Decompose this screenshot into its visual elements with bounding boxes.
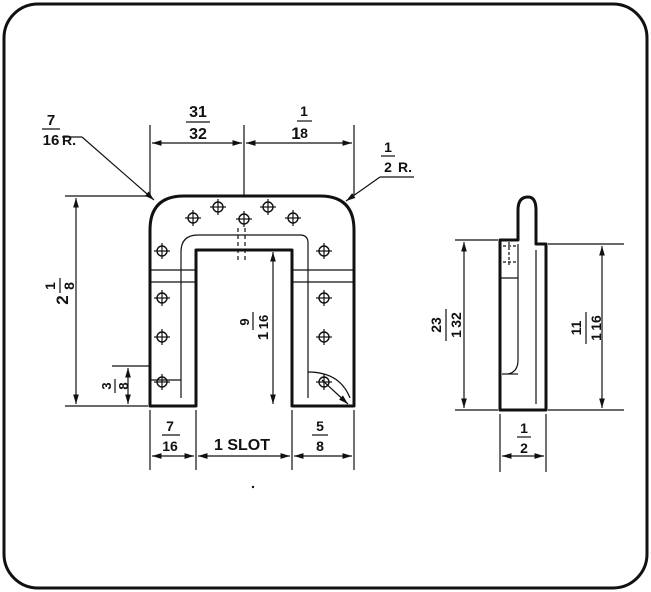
- dim-side-right-den: 16: [588, 315, 604, 331]
- dim-slot-depth-num: 9: [237, 318, 252, 325]
- dim-slot-depth-whole: 1: [255, 332, 272, 340]
- dim-foot-height-den: 8: [116, 382, 131, 389]
- dim-thickness-den: 2: [520, 440, 528, 456]
- side-outline: [498, 195, 548, 412]
- dim-left-leg-num: 7: [166, 418, 174, 434]
- dim-side-right-den-prefix: 1: [588, 333, 604, 341]
- dim-side-left-den-prefix: 1: [448, 330, 464, 338]
- dim-overall-height-num: 1: [42, 282, 58, 290]
- dim-outer-radius-den: 16: [43, 132, 60, 149]
- dim-slot-depth-den: 16: [256, 315, 271, 329]
- hole-icon: [236, 211, 252, 227]
- dim-right-leg-den: 8: [316, 438, 324, 454]
- dim-side-left-num: 23: [428, 317, 444, 333]
- hole-icon: [154, 290, 170, 306]
- bolt-holes: [154, 199, 332, 390]
- hole-icon: [316, 329, 332, 345]
- hole-icon: [154, 243, 170, 259]
- dim-side-right-num: 11: [568, 320, 584, 335]
- hole-icon: [316, 290, 332, 306]
- dim-left-leg-den: 16: [162, 438, 178, 454]
- hole-icon: [210, 199, 226, 215]
- side-view: 23 1 32 11 1 16 1 2: [428, 195, 624, 472]
- hole-icon: [185, 210, 201, 226]
- dim-right-leg-num: 5: [316, 418, 324, 434]
- hole-icon: [154, 329, 170, 345]
- front-view: 31 32 1 1 8 7 16 R. 1 2 R. 2 1 8: [42, 103, 414, 489]
- dim-outer-radius-num: 7: [47, 112, 55, 129]
- dim-thickness-num: 1: [520, 420, 528, 436]
- dim-inner-radius-num: 1: [384, 139, 392, 155]
- dim-inner-radius-suffix: R.: [398, 159, 412, 175]
- front-outline: [148, 194, 356, 408]
- hole-icon: [285, 210, 301, 226]
- dim-width-right-num: 1: [300, 103, 308, 119]
- dim-outer-radius-suffix: R.: [62, 132, 76, 148]
- hole-icon: [154, 374, 170, 390]
- hole-icon: [260, 199, 276, 215]
- front-inner-channel: [180, 234, 309, 398]
- dim-inner-radius-den: 2: [384, 159, 392, 175]
- dim-width-right-whole: 1: [291, 124, 300, 143]
- dim-width-right-den: 8: [300, 125, 308, 141]
- dim-overall-height-whole: 2: [53, 295, 72, 304]
- dim-side-left-den: 32: [448, 312, 464, 328]
- dim-width-left-num: 31: [189, 104, 207, 121]
- dim-foot-height-num: 3: [99, 382, 114, 389]
- dim-slot-width: 1 SLOT: [214, 437, 270, 454]
- hole-icon: [316, 243, 332, 259]
- dim-width-left-den: 32: [189, 126, 207, 143]
- dim-overall-height-den: 8: [61, 282, 77, 290]
